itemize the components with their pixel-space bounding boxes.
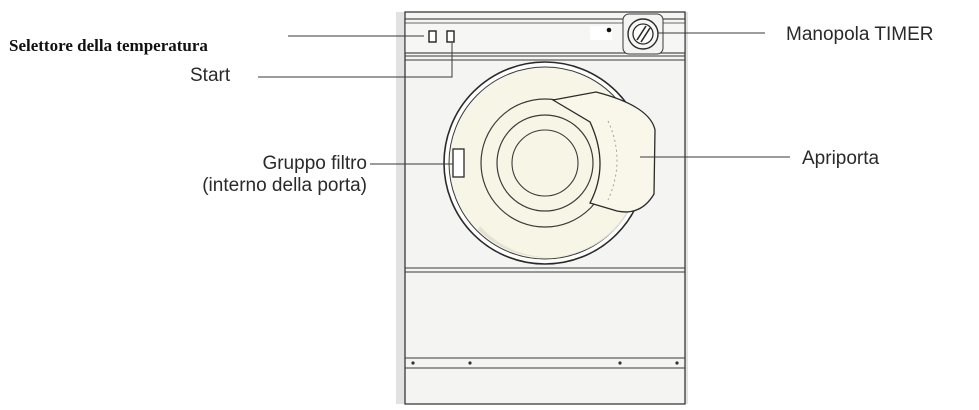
temperature-selector-button: [428, 30, 437, 43]
door-ring-4: [511, 129, 579, 197]
base-screw-4: [675, 361, 679, 365]
label-filter-group-line2: (interno della porta): [202, 175, 367, 197]
label-start: Start: [190, 65, 231, 86]
indicator-dot: [606, 27, 612, 33]
base-screw-1: [411, 361, 415, 365]
base-screw-3: [618, 361, 622, 365]
filter-group: [452, 148, 465, 178]
leader-start: [258, 43, 453, 78]
cabinet-left-edge: [396, 12, 406, 404]
label-filter-group: Gruppo filtro (interno della porta): [149, 153, 367, 198]
door-opener-inner-curve: [607, 120, 618, 201]
door-opener-handle: [551, 91, 656, 213]
indicator-window: [590, 26, 612, 40]
label-door-opener: Apriporta: [802, 148, 880, 169]
timer-knob-grip-1: [636, 25, 647, 41]
timer-knob-inner: [632, 23, 654, 45]
label-temperature-selector: Selettore della temperatura: [9, 36, 208, 55]
base-screw-2: [468, 361, 472, 365]
start-button: [446, 30, 455, 43]
door-ring-3: [496, 114, 594, 212]
label-timer-knob: Manopola TIMER: [786, 24, 934, 45]
label-filter-group-line1: Gruppo filtro: [262, 153, 367, 174]
timer-knob-grip-2: [640, 27, 651, 43]
